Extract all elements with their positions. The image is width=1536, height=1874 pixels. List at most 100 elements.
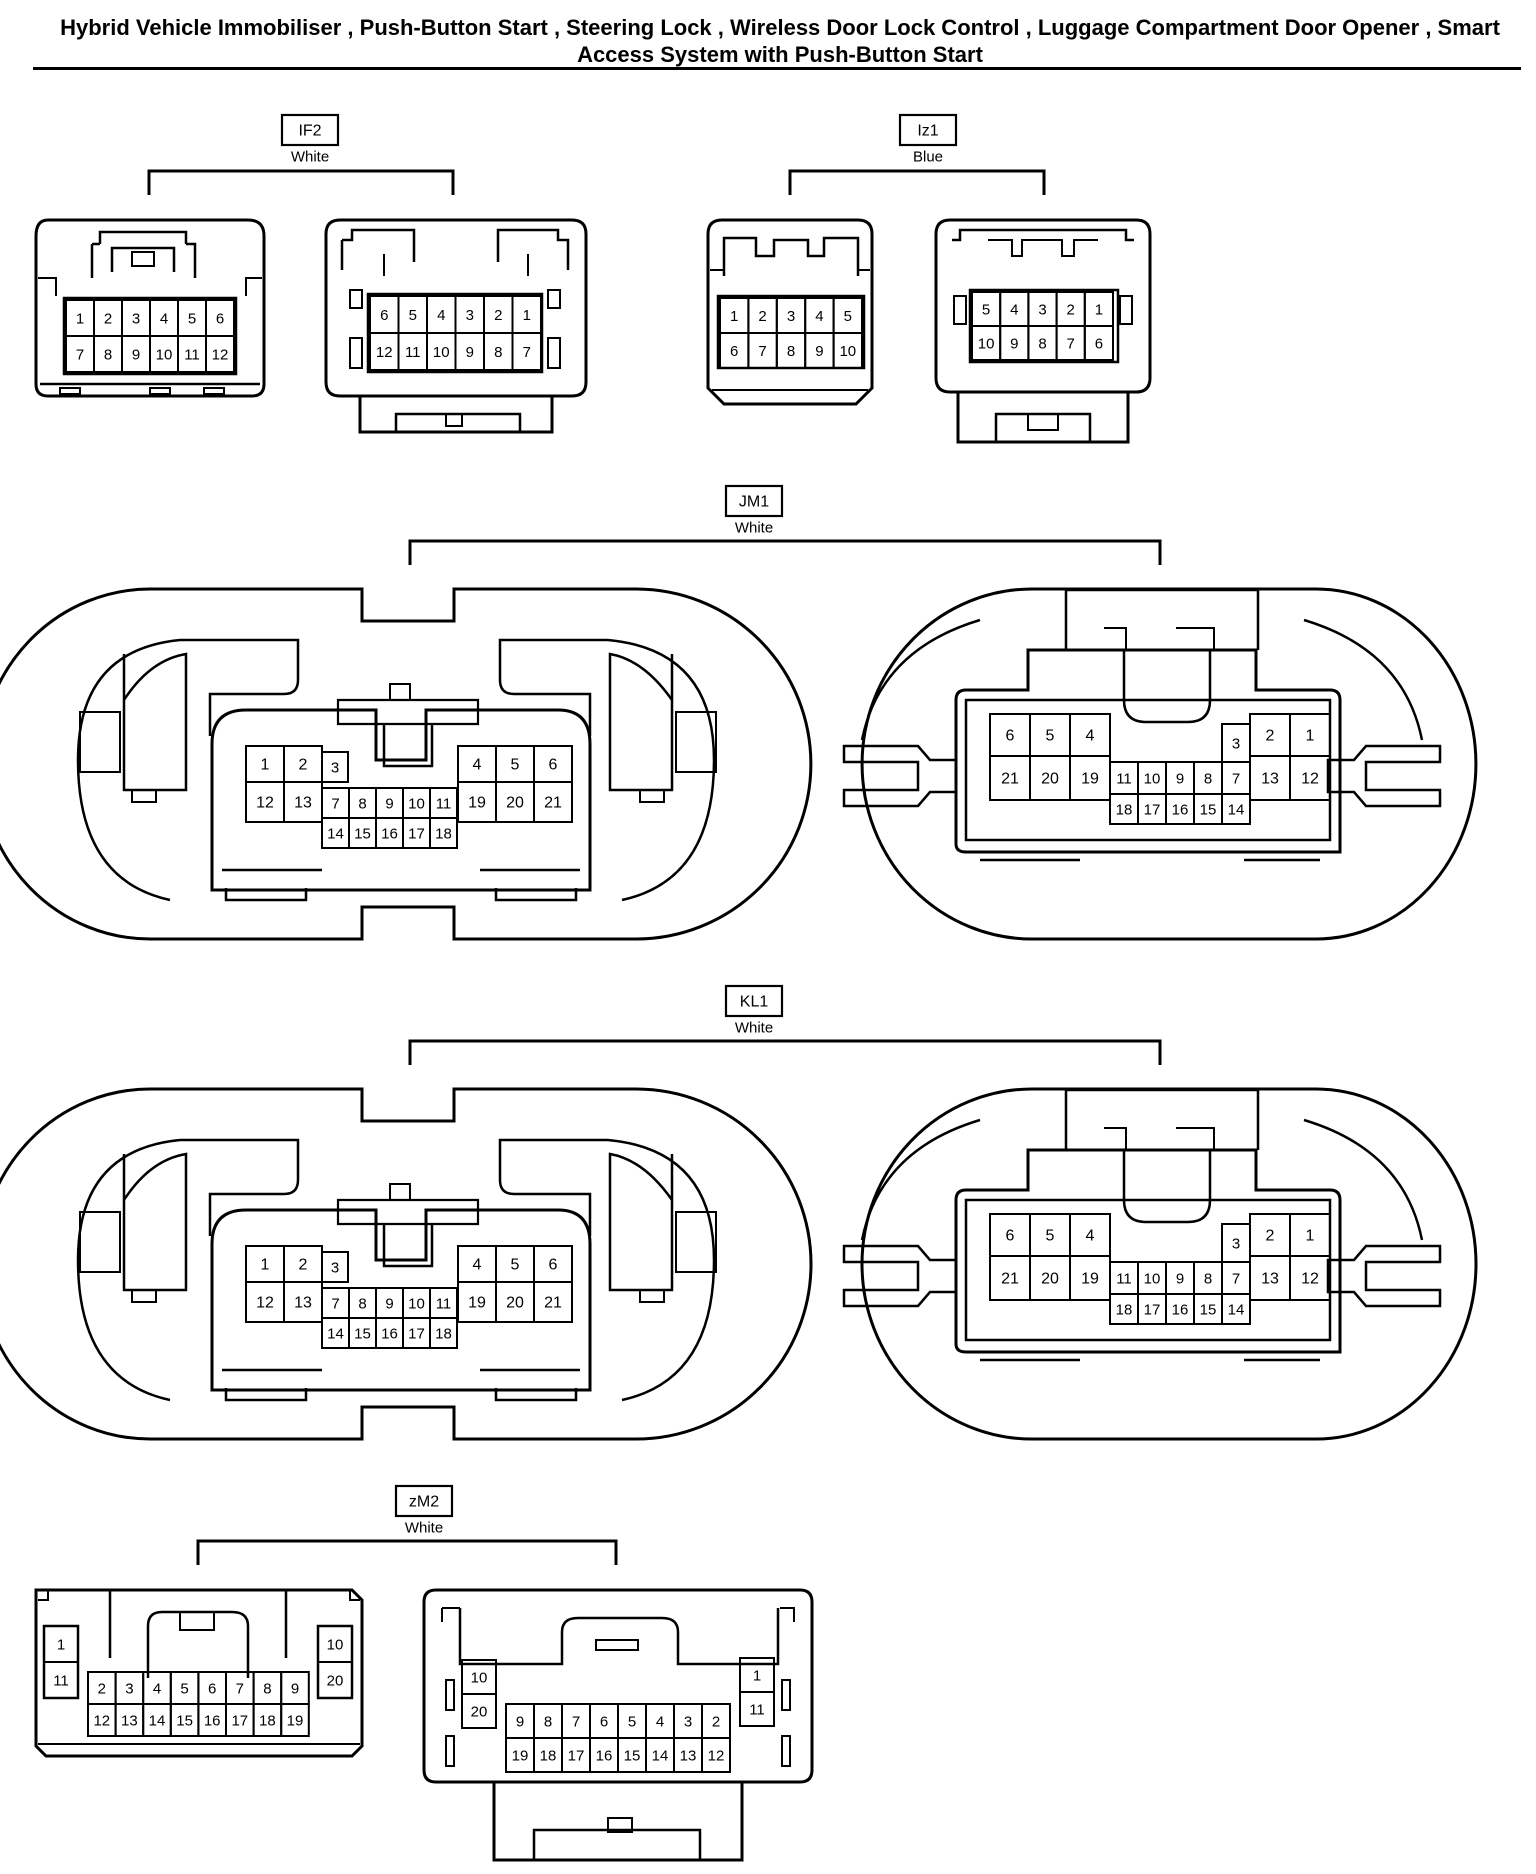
pin-label: 8 xyxy=(358,796,366,813)
pin-label: 10 xyxy=(156,347,173,364)
pin-label: 3 xyxy=(787,308,795,325)
pin-label: 3 xyxy=(1232,1236,1240,1253)
pin-label: 18 xyxy=(1116,802,1133,819)
pin-label: 8 xyxy=(263,1681,271,1698)
pin-label: 16 xyxy=(381,826,398,843)
pin-label: 13 xyxy=(1261,1271,1279,1288)
pin-label: 2 xyxy=(712,1714,720,1731)
pin-label: 13 xyxy=(121,1713,138,1730)
pin-label: 6 xyxy=(208,1681,216,1698)
pin-label: 2 xyxy=(494,307,502,324)
connector-code: JM1 xyxy=(739,494,769,511)
connector-code: Iz1 xyxy=(917,123,938,140)
connector-code: zM2 xyxy=(409,1494,439,1511)
pin-label: 1 xyxy=(261,757,270,774)
pin-label: 21 xyxy=(544,1295,562,1312)
pin-label: 19 xyxy=(468,1295,486,1312)
connector-code: IF2 xyxy=(298,123,321,140)
pin-label: 7 xyxy=(1232,1271,1240,1288)
pin-label: 11 xyxy=(184,347,200,364)
pin-label: 4 xyxy=(815,308,823,325)
pin-label: 12 xyxy=(708,1748,725,1765)
connector-color: White xyxy=(405,1520,443,1537)
pin-label: 20 xyxy=(506,1295,524,1312)
pin-label: 18 xyxy=(1116,1302,1133,1319)
pin-label: 6 xyxy=(1006,1228,1015,1245)
pin-label: 3 xyxy=(684,1714,692,1731)
pin-label: 18 xyxy=(259,1713,276,1730)
pin-label: 6 xyxy=(380,307,388,324)
pin-label: 20 xyxy=(1041,1271,1059,1288)
pin-label: 13 xyxy=(294,1295,312,1312)
pin-label: 6 xyxy=(549,757,558,774)
pin-label: 8 xyxy=(1204,771,1212,788)
pin-label: 5 xyxy=(1046,728,1055,745)
pin-label: 4 xyxy=(1086,728,1095,745)
pin-label: 4 xyxy=(153,1681,161,1698)
pin-label: 15 xyxy=(354,826,371,843)
pin-label: 19 xyxy=(1081,1271,1099,1288)
pin-label: 6 xyxy=(600,1714,608,1731)
pin-label: 3 xyxy=(1038,302,1046,319)
pin-label: 7 xyxy=(758,343,766,360)
pin-label: 12 xyxy=(256,795,274,812)
pin-label: 4 xyxy=(437,307,445,324)
pin-label: 8 xyxy=(544,1714,552,1731)
pin-label: 10 xyxy=(408,796,425,813)
pin-label: 6 xyxy=(1006,728,1015,745)
pin-label: 12 xyxy=(256,1295,274,1312)
pin-label: 16 xyxy=(1172,802,1189,819)
pin-label: 19 xyxy=(287,1713,304,1730)
pin-label: 15 xyxy=(1200,802,1217,819)
pin-label: 11 xyxy=(53,1673,69,1690)
pin-label: 2 xyxy=(1266,1228,1275,1245)
pin-label: 5 xyxy=(511,1257,520,1274)
pin-label: 1 xyxy=(1306,728,1315,745)
pin-label: 16 xyxy=(381,1326,398,1343)
pin-label: 17 xyxy=(1144,1302,1161,1319)
pin-label: 2 xyxy=(104,311,112,328)
pin-label: 10 xyxy=(471,1670,488,1687)
title-divider xyxy=(33,67,1521,70)
pin-label: 7 xyxy=(331,796,339,813)
pin-label: 17 xyxy=(231,1713,248,1730)
pin-label: 1 xyxy=(1306,1228,1315,1245)
pin-label: 1 xyxy=(753,1668,761,1685)
pin-label: 14 xyxy=(327,1326,344,1343)
pin-label: 3 xyxy=(331,1260,339,1277)
connector-color: White xyxy=(735,520,773,537)
pin-label: 8 xyxy=(787,343,795,360)
pin-label: 8 xyxy=(104,347,112,364)
pin-label: 13 xyxy=(294,795,312,812)
pin-label: 8 xyxy=(358,1296,366,1313)
pin-label: 16 xyxy=(596,1748,613,1765)
pin-label: 6 xyxy=(216,311,224,328)
pin-label: 21 xyxy=(1001,771,1019,788)
pin-label: 1 xyxy=(57,1637,65,1654)
pin-label: 12 xyxy=(212,347,229,364)
pin-label: 10 xyxy=(978,336,995,353)
pin-label: 10 xyxy=(1144,1271,1161,1288)
pin-label: 6 xyxy=(1095,336,1103,353)
pin-label: 20 xyxy=(471,1704,488,1721)
pin-label: 9 xyxy=(385,796,393,813)
pin-label: 11 xyxy=(1116,771,1132,788)
pin-label: 3 xyxy=(1232,736,1240,753)
pin-label: 1 xyxy=(523,307,531,324)
pin-label: 5 xyxy=(511,757,520,774)
pin-label: 11 xyxy=(436,1296,452,1313)
pin-label: 16 xyxy=(1172,1302,1189,1319)
page-title: Hybrid Vehicle Immobiliser , Push-Button… xyxy=(60,15,1500,67)
pin-label: 9 xyxy=(132,347,140,364)
pin-label: 2 xyxy=(758,308,766,325)
pin-label: 14 xyxy=(327,826,344,843)
